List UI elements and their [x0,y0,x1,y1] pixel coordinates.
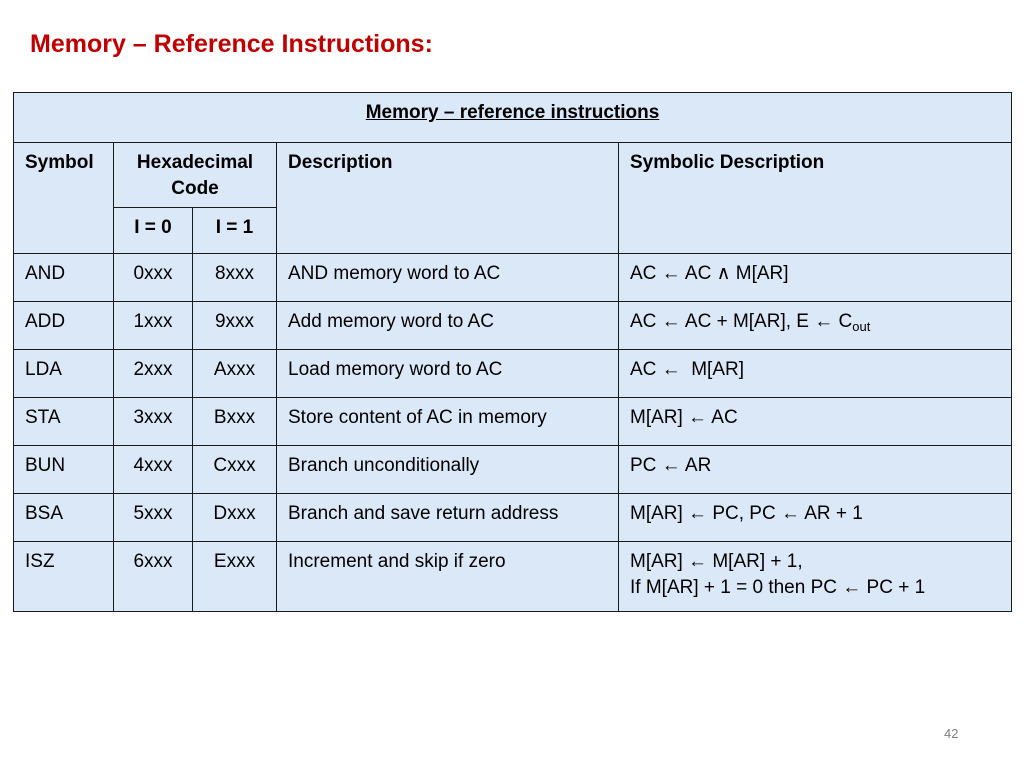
cell-code-i1: Cxxx [192,445,277,494]
cell-description: Increment and skip if zero [276,541,619,612]
cell-symbolic-description: AC ← M[AR] [617,349,1013,398]
cell-symbolic-description: AC ← AC + M[AR], E ← Cout [617,301,1013,350]
cell-code-i1: 9xxx [192,301,277,350]
symbolic-line-1: M[AR] ← M[AR] + 1, [630,551,803,572]
table-row: BSA 5xxx Dxxx Branch and save return add… [13,493,1013,542]
table-row: ADD 1xxx 9xxx Add memory word to AC AC ←… [13,301,1013,350]
header-i1: I = 1 [192,207,277,254]
cell-code-i0: 3xxx [113,397,193,446]
header-hex-code: Hexadecimal Code [113,142,277,208]
cell-code-i0: 2xxx [113,349,193,398]
cell-symbol: STA [13,397,114,446]
cell-description: Store content of AC in memory [276,397,619,446]
cell-symbol: BUN [13,445,114,494]
cell-description: Add memory word to AC [276,301,619,350]
cell-symbol: AND [13,253,114,302]
cell-code-i0: 4xxx [113,445,193,494]
table-row: ISZ 6xxx Exxx Increment and skip if zero… [13,541,1013,612]
cell-description: AND memory word to AC [276,253,619,302]
cell-symbol: ADD [13,301,114,350]
cell-symbolic-description: M[AR] ← PC, PC ← AR + 1 [617,493,1013,542]
table-caption: Memory – reference instructions [12,92,1013,143]
header-description: Description [276,142,619,254]
cell-code-i0: 0xxx [113,253,193,302]
cell-symbolic-description: PC ← AR [617,445,1013,494]
cell-code-i1: Axxx [192,349,277,398]
cell-code-i1: Bxxx [192,397,277,446]
cell-description: Branch unconditionally [276,445,619,494]
cell-symbol: BSA [13,493,114,542]
table-row: STA 3xxx Bxxx Store content of AC in mem… [13,397,1013,446]
table-row: AND 0xxx 8xxx AND memory word to AC AC ←… [13,253,1013,302]
symbolic-subscript: out [852,319,871,334]
cell-code-i0: 5xxx [113,493,193,542]
cell-symbolic-description: AC ← AC ∧ M[AR] [617,253,1013,302]
table-row: LDA 2xxx Axxx Load memory word to AC AC … [13,349,1013,398]
cell-code-i0: 1xxx [113,301,193,350]
cell-symbol: LDA [13,349,114,398]
cell-description: Load memory word to AC [276,349,619,398]
page-number: 42 [944,726,959,741]
slide-title: Memory – Reference Instructions: [30,30,433,58]
symbolic-text: AC ← AC + M[AR], E ← C [630,311,853,332]
cell-code-i1: 8xxx [192,253,277,302]
symbolic-line-2: If M[AR] + 1 = 0 then PC ← PC + 1 [630,577,926,598]
cell-code-i0: 6xxx [113,541,193,612]
cell-symbol: ISZ [13,541,114,612]
cell-symbolic-description: M[AR] ← AC [617,397,1013,446]
cell-code-i1: Exxx [192,541,277,612]
cell-symbolic-description: M[AR] ← M[AR] + 1, If M[AR] + 1 = 0 then … [617,541,1013,612]
header-symbol: Symbol [13,142,114,254]
table-row: BUN 4xxx Cxxx Branch unconditionally PC … [13,445,1013,494]
cell-code-i1: Dxxx [192,493,277,542]
memory-reference-table: Memory – reference instructions Symbol H… [12,92,1013,612]
header-symbolic-description: Symbolic Description [617,142,1013,254]
cell-description: Branch and save return address [276,493,619,542]
header-i0: I = 0 [113,207,193,254]
